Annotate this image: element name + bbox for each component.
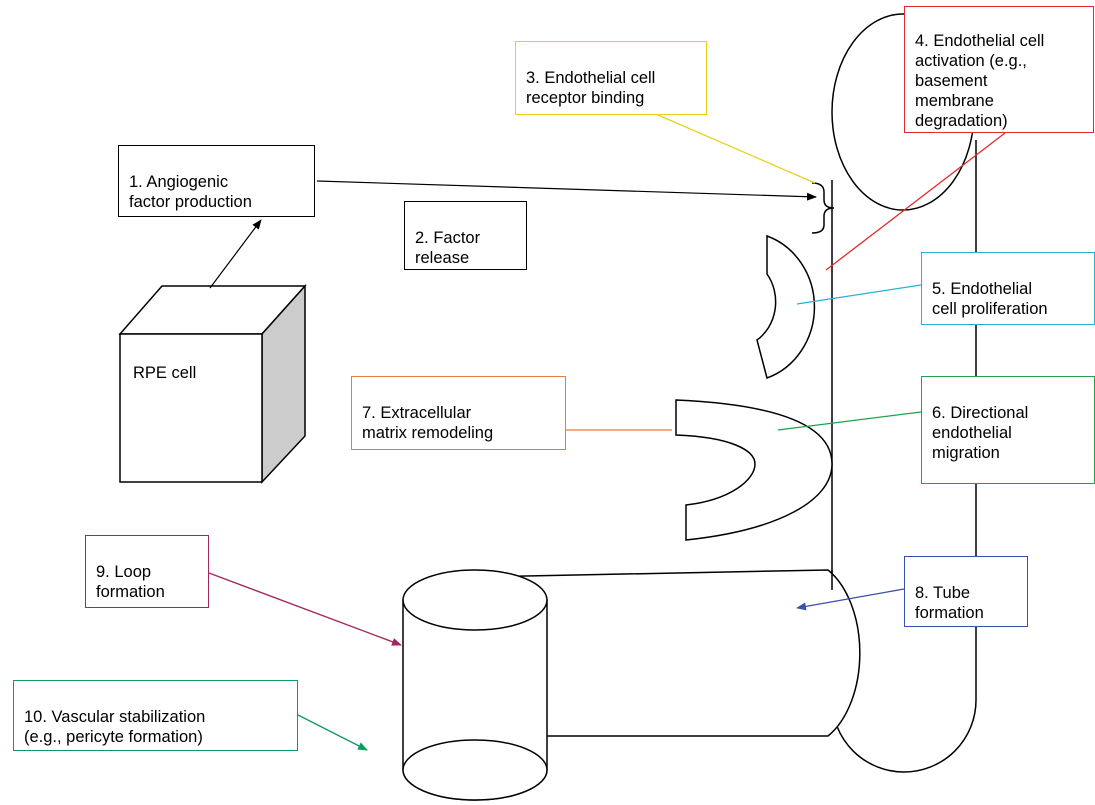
vertical-cylinder-top [402, 569, 548, 631]
leader-migration [777, 411, 922, 431]
step-5-box: 5. Endothelial cell proliferation [921, 252, 1095, 325]
step-1-text: 1. Angiogenic factor production [129, 173, 252, 211]
cube-front [119, 333, 263, 483]
step-9-text: 9. Loop formation [96, 563, 165, 601]
step-6-box: 6. Directional endothelial migration [921, 376, 1095, 484]
tube-body [474, 569, 861, 737]
leader-activation [825, 132, 1006, 271]
step-7-box: 7. Extracellular matrix remodeling [351, 376, 566, 450]
step-10-box: 10. Vascular stabilization (e.g., pericy… [13, 680, 298, 751]
leader-proliferation [796, 284, 922, 305]
arrow-production-to-receptor [316, 180, 817, 201]
step-3-box: 3. Endothelial cell receptor binding [515, 41, 707, 115]
step-7-text: 7. Extracellular matrix remodeling [362, 404, 494, 442]
large-crescent [675, 399, 833, 541]
step-1-box: 1. Angiogenic factor production [118, 145, 315, 217]
step-9-box: 9. Loop formation [85, 535, 209, 608]
step-10-text: 10. Vascular stabilization (e.g., pericy… [24, 708, 206, 746]
step-6-text: 6. Directional endothelial migration [932, 404, 1029, 462]
receptor-brace [811, 182, 835, 234]
step-4-text: 4. Endothelial cell activation (e.g., ba… [915, 32, 1045, 130]
step-8-box: 8. Tube formation [904, 556, 1028, 627]
step-2-text: 2. Factor release [415, 229, 481, 267]
leader-stabilization [297, 714, 368, 751]
step-8-text: 8. Tube formation [915, 584, 984, 622]
step-3-text: 3. Endothelial cell receptor binding [526, 69, 656, 107]
small-crescent [756, 234, 816, 379]
vertical-cylinder-bottom [402, 739, 548, 801]
leader-loop [208, 572, 402, 646]
step-2-box: 2. Factor release [404, 201, 527, 270]
leader-receptor-binding [657, 114, 816, 184]
rpe-cell-text: RPE cell [133, 364, 197, 382]
rpe-cell-label: RPE cell [133, 343, 196, 383]
step-5-text: 5. Endothelial cell proliferation [932, 280, 1048, 318]
step-4-box: 4. Endothelial cell activation (e.g., ba… [904, 6, 1094, 133]
arrow-cube-to-production [209, 219, 262, 289]
leader-tube [796, 588, 905, 611]
